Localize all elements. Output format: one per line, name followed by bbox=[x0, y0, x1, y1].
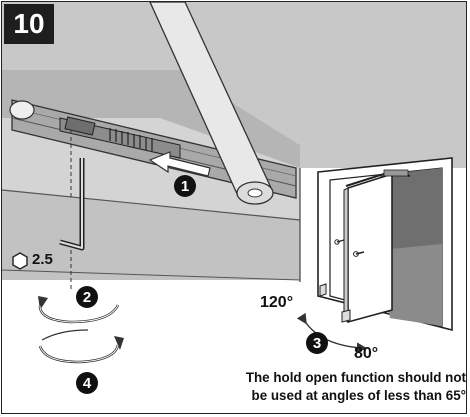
slide-arrow bbox=[148, 151, 211, 177]
hold-open-warning: The hold open function should not be use… bbox=[164, 369, 466, 405]
door-illustration bbox=[317, 157, 453, 332]
hexagon-icon bbox=[12, 252, 28, 270]
callout-1: 1 bbox=[174, 175, 196, 197]
warning-line-1: The hold open function should not bbox=[245, 370, 466, 385]
angle-80-label: 80° bbox=[354, 345, 379, 362]
callout-2: 2 bbox=[76, 286, 98, 308]
ceiling-surface bbox=[2, 2, 466, 168]
step-number: 10 bbox=[4, 4, 54, 44]
callout-3: 3 bbox=[306, 332, 328, 354]
warning-line-2: be used at angles of less than 65° bbox=[251, 388, 466, 403]
callout-4: 4 bbox=[76, 372, 98, 394]
angle-120-label: 120° bbox=[260, 294, 294, 311]
hex-key-size-label: 2.5 bbox=[32, 251, 53, 268]
